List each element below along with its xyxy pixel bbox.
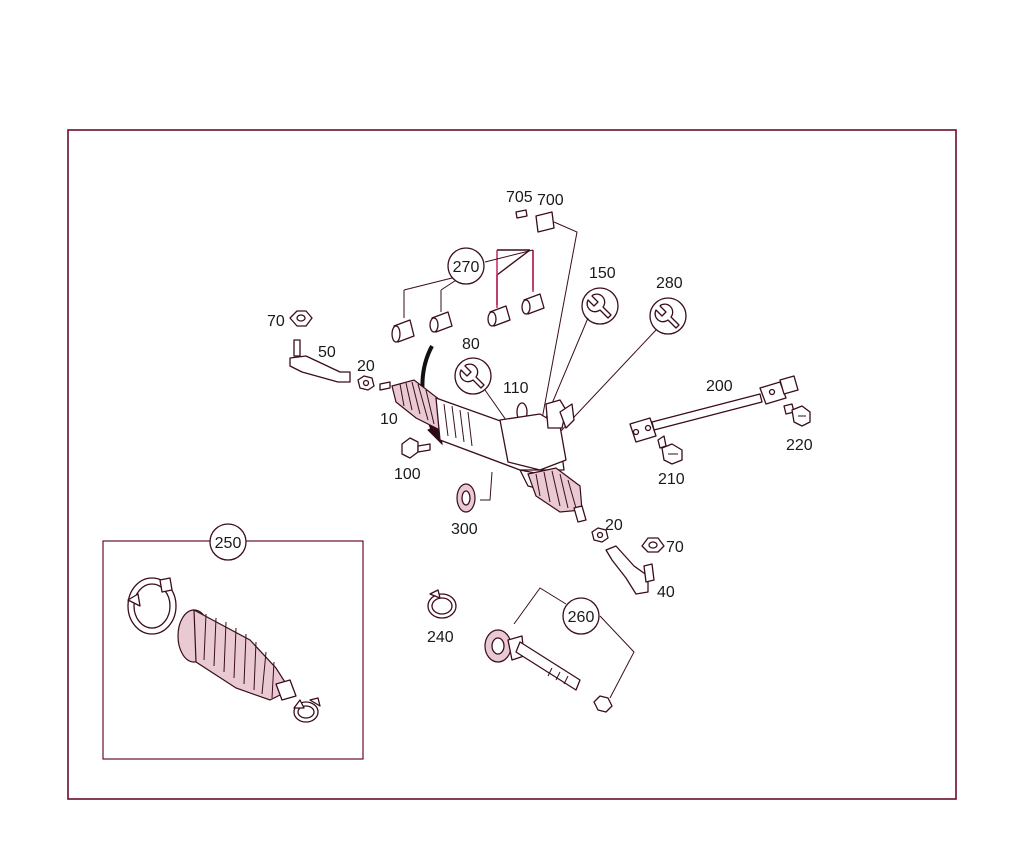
label-20-right: 20 xyxy=(605,517,623,534)
callout-150: 150 xyxy=(539,265,619,433)
bolt-100 xyxy=(401,437,431,459)
label-300: 300 xyxy=(451,521,478,538)
label-270: 270 xyxy=(453,259,480,276)
label-705: 705 xyxy=(506,189,533,206)
diagram-frame xyxy=(67,129,957,800)
label-110: 110 xyxy=(503,380,529,397)
bushing-2 xyxy=(429,311,453,333)
label-700: 700 xyxy=(537,192,564,209)
label-200: 200 xyxy=(706,378,733,395)
shaft-200 xyxy=(629,375,799,443)
nut-20-right xyxy=(591,527,609,543)
label-80: 80 xyxy=(462,336,480,353)
boot-kit-250 xyxy=(127,577,321,723)
tie-rod-end-40 xyxy=(605,545,655,595)
label-20-left: 20 xyxy=(357,358,375,375)
bolt-210 xyxy=(657,435,683,465)
nut-20-left xyxy=(357,375,375,391)
callout-280: 280 xyxy=(559,275,687,433)
label-70-right: 70 xyxy=(666,539,684,556)
bushing-4 xyxy=(521,293,545,315)
tie-rod-end-50 xyxy=(289,339,351,383)
label-210: 210 xyxy=(658,471,685,488)
label-260: 260 xyxy=(568,609,595,626)
label-150: 150 xyxy=(589,265,616,282)
part-300 xyxy=(456,483,476,513)
label-10: 10 xyxy=(380,411,398,428)
steering-rack-10 xyxy=(391,379,587,523)
label-70-left: 70 xyxy=(267,313,285,330)
label-50: 50 xyxy=(318,344,336,361)
label-250: 250 xyxy=(215,535,242,552)
wrench-icon xyxy=(654,303,680,329)
clamp-240 xyxy=(427,589,457,619)
label-100: 100 xyxy=(394,466,421,483)
bolt-220 xyxy=(783,403,811,427)
part-700 xyxy=(535,211,555,233)
wrench-icon xyxy=(459,363,485,389)
group-270: 270 xyxy=(391,247,545,343)
nut-70-left xyxy=(289,310,313,327)
label-240: 240 xyxy=(427,629,454,646)
part-705 xyxy=(515,209,528,219)
bushing-3 xyxy=(487,305,511,327)
inner-tie-rod-260 xyxy=(484,629,613,713)
bushing-1 xyxy=(391,319,415,343)
nut-70-right xyxy=(641,537,665,553)
label-40: 40 xyxy=(657,584,675,601)
wrench-icon xyxy=(586,293,612,319)
label-280: 280 xyxy=(656,275,683,292)
label-220: 220 xyxy=(786,437,813,454)
